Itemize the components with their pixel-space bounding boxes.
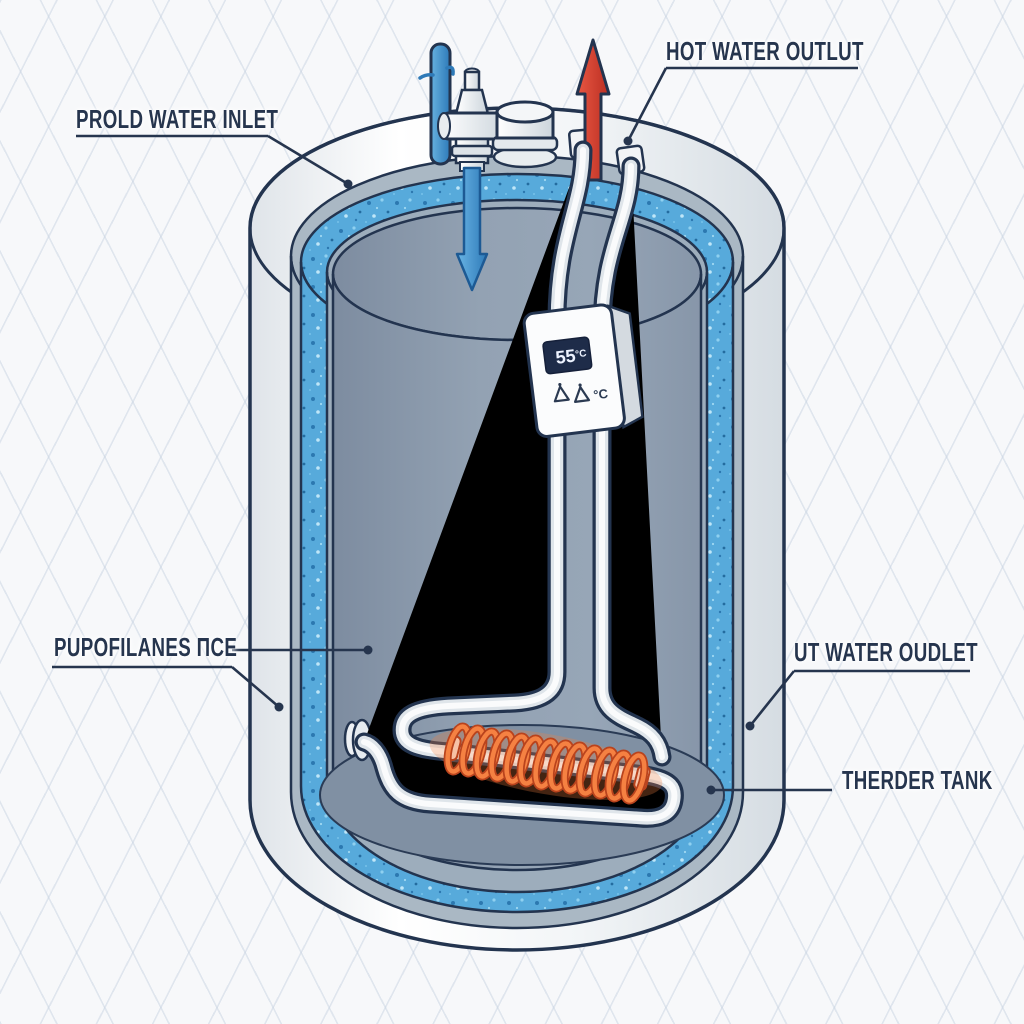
label-hot-water-outlet-top: HOT WATER OUTLUT	[666, 36, 864, 66]
water-drip-icon	[418, 73, 435, 80]
label-cold-water-inlet: PROLD WATER INLET	[76, 104, 279, 134]
heating-coil	[443, 722, 651, 805]
warning-triangle-icon	[553, 385, 570, 403]
anode-cap	[491, 100, 559, 169]
warning-triangle-icon	[573, 386, 591, 403]
panel-unit-label: °C	[592, 386, 609, 403]
thermostat-unit: 55 °C °C	[522, 303, 644, 438]
label-tank: THERDER TANK	[842, 765, 993, 795]
water-drip-icon	[445, 65, 455, 76]
cold-flow-arrow-icon	[455, 166, 489, 292]
label-hot-water-outlet-right: UT WATER OUDLET	[794, 637, 978, 667]
shutoff-valve	[437, 67, 509, 172]
coil-glow	[429, 728, 663, 800]
temperature-value: 55	[554, 346, 576, 368]
temperature-unit: °C	[575, 348, 587, 360]
label-insulation: PUPOFILANES ПCE	[54, 632, 238, 662]
thermostat-display	[542, 336, 593, 375]
leader-lines	[52, 66, 970, 795]
hot-water-pipe-left-serpentine	[364, 150, 674, 818]
